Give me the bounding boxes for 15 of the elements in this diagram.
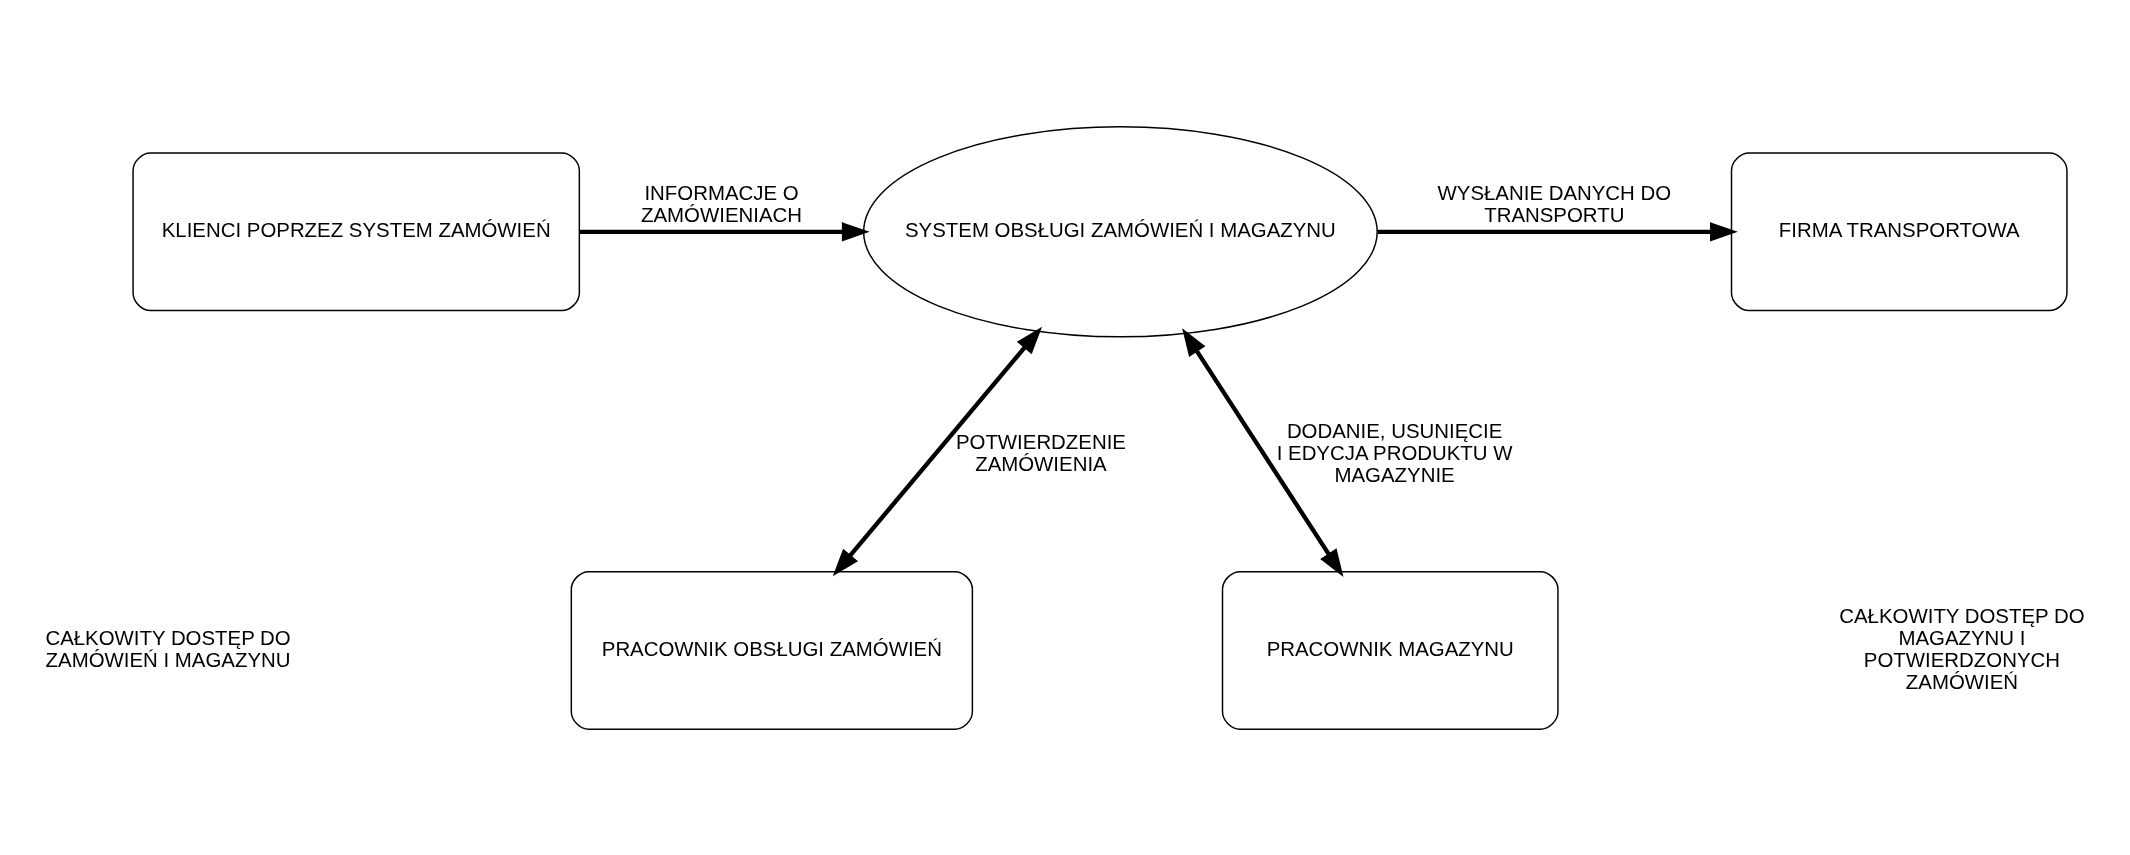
arrow — [832, 326, 1043, 576]
edge-label: DODANIE, USUNIĘCIE I EDYCJA PRODUKTU W MAGAZYNIE — [1276, 419, 1513, 486]
edge-label: POTWIERDZENIE ZAMÓWIENIA — [955, 430, 1126, 475]
label: CAŁKOWITY DOSTĘP DO ZAMÓWIEŃ I MAGAZYNU — [45, 626, 291, 671]
arrow — [1182, 327, 1344, 577]
node-box: KLIENCI POPRZEZ SYSTEM ZAMÓWIEŃ — [132, 151, 581, 311]
node-ellipse: SYSTEM OBSŁUGI ZAMÓWIEŃ I MAGAZYNU — [862, 125, 1378, 338]
node-box: PRACOWNIK OBSŁUGI ZAMÓWIEŃ — [570, 570, 974, 730]
node-box: FIRMA TRANSPORTOWA — [1730, 151, 2068, 311]
arrow — [579, 221, 870, 242]
label: CAŁKOWITY DOSTĘP DO MAGAZYNU I POTWIERDZONYCH ZAMÓWIEŃ — [1839, 604, 2085, 693]
arrow — [1377, 221, 1738, 242]
node-box: PRACOWNIK MAGAZYNU — [1221, 570, 1559, 730]
edge-label: WYSŁANIE DANYCH DO TRANSPORTU — [1437, 181, 1672, 226]
edge-label: INFORMACJE O ZAMÓWIENIACH — [641, 181, 802, 226]
